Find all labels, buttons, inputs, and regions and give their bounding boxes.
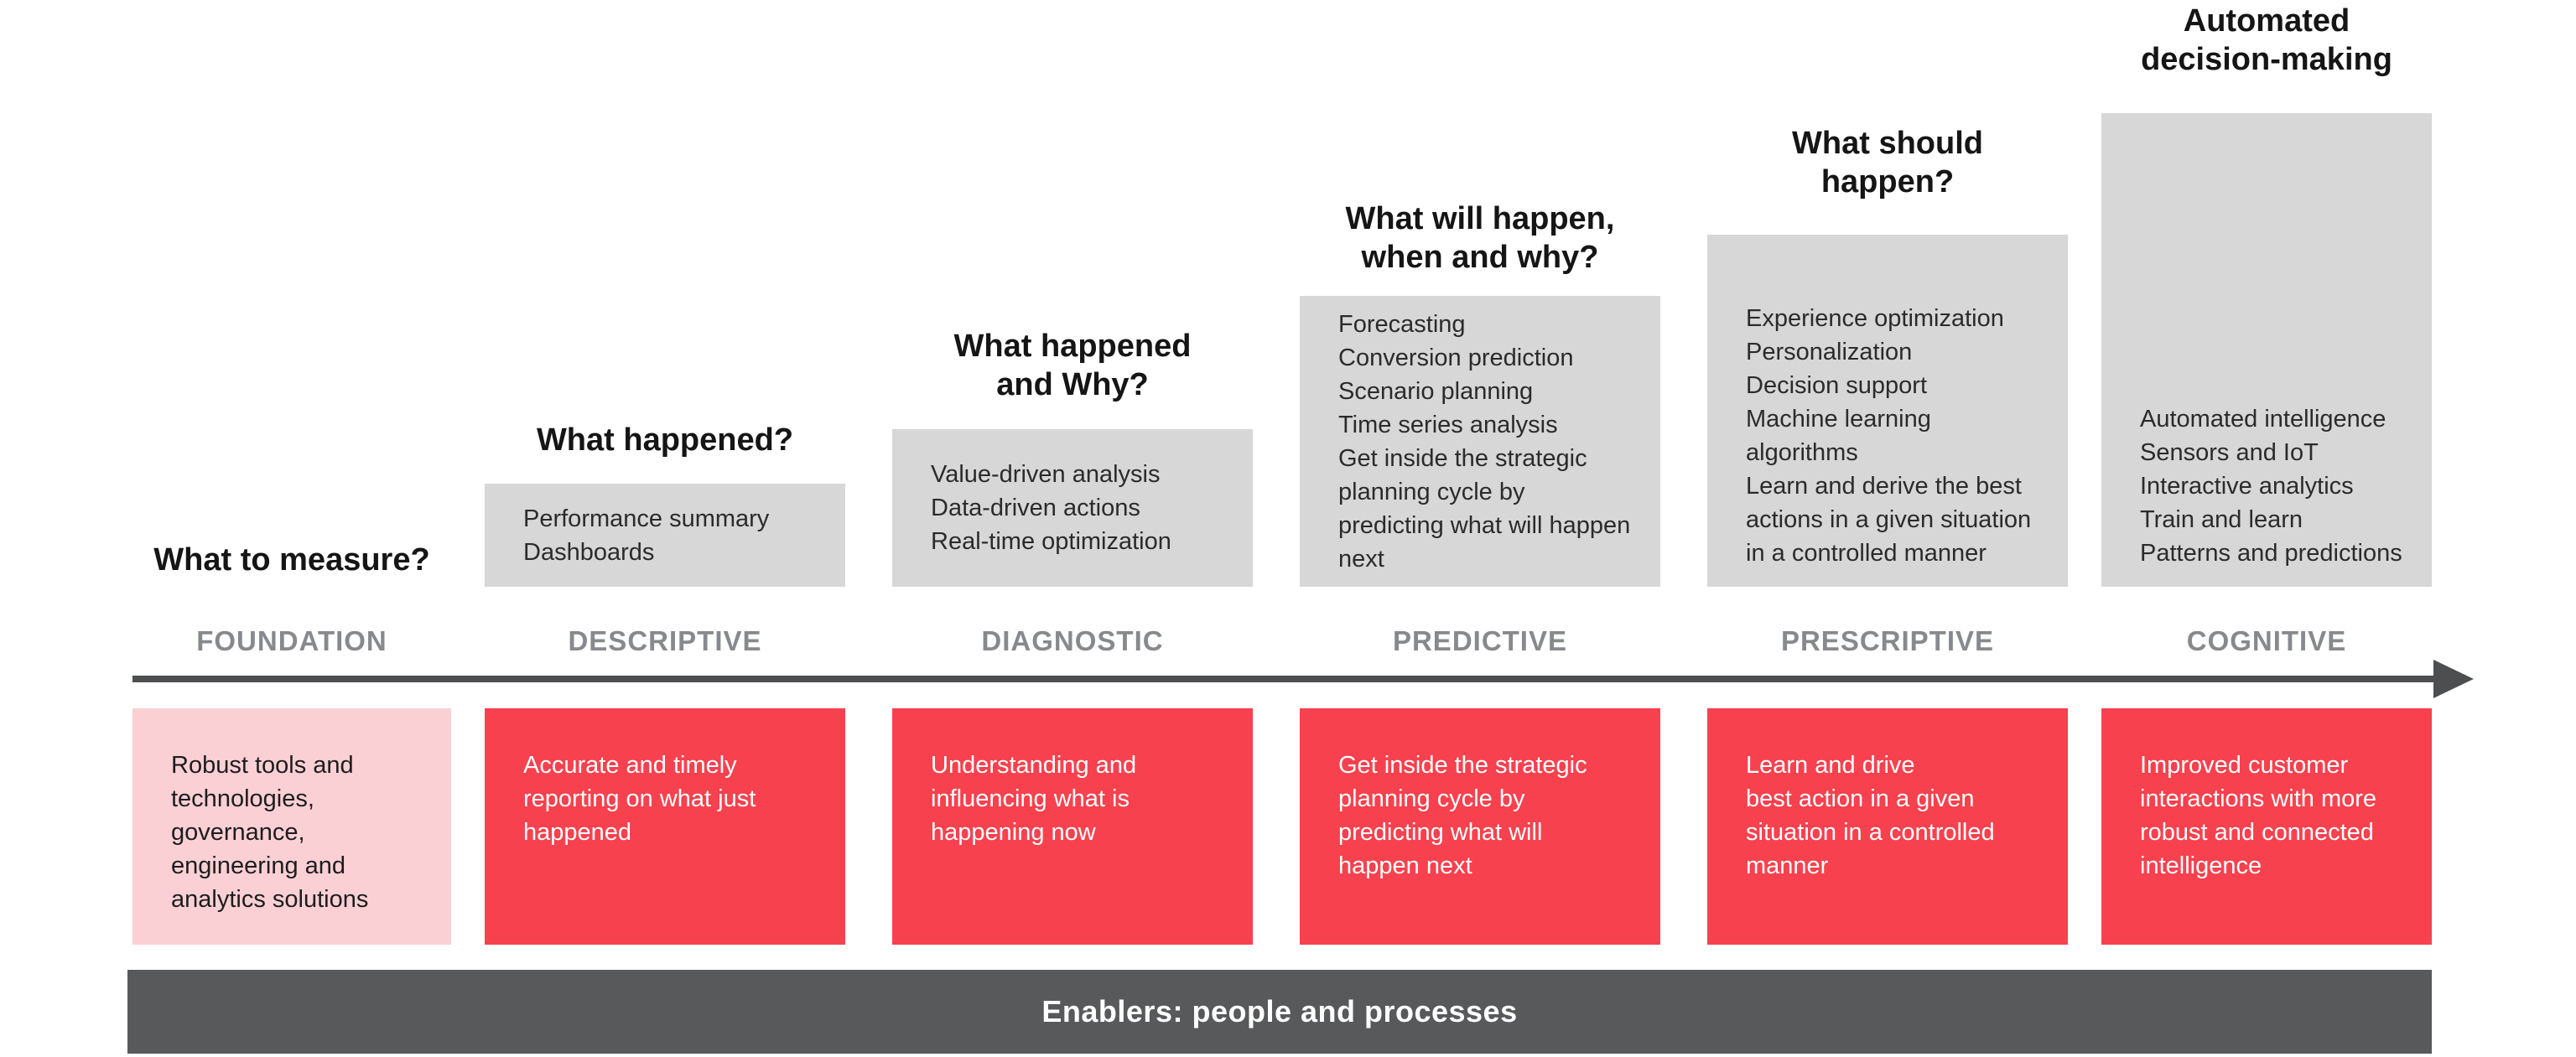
- stage-question: What happened and Why?: [953, 329, 1192, 402]
- capability-item: Forecasting: [1338, 310, 1466, 338]
- capability-item: Personalization: [1746, 339, 1913, 365]
- stage-label: COGNITIVE: [2186, 625, 2347, 656]
- stage-outcome-box: Accurate and timely reporting on what ju…: [485, 708, 845, 945]
- stage-label: DESCRIPTIVE: [568, 625, 762, 656]
- enablers-label: Enablers: people and processes: [1041, 994, 1518, 1029]
- maturity-axis-line: [132, 676, 2436, 682]
- stage-column-predictive: What will happen, when and why? Forecast…: [1300, 0, 1660, 1057]
- stage-outcome-box: Learn and drive best action in a given s…: [1707, 708, 2068, 945]
- capability-item: Machine learning algorithms: [1746, 406, 1931, 466]
- capability-item: Conversion prediction: [1338, 344, 1574, 371]
- capability-item: Decision support: [1746, 372, 1927, 399]
- stage-column-diagnostic: What happened and Why? Value-driven anal…: [892, 0, 1253, 1057]
- stage-question: What will happen, when and why?: [1345, 201, 1615, 275]
- capability-item: Automated intelligence: [2140, 406, 2386, 433]
- stage-outcome-box: Robust tools and technologies, governanc…: [132, 708, 451, 945]
- stage-label: FOUNDATION: [196, 625, 387, 656]
- capability-item: Sensors and IoT: [2140, 439, 2319, 466]
- capability-item: Patterns and predictions: [2140, 540, 2402, 567]
- capability-item: Get inside the strategic planning cycle …: [1338, 444, 1631, 573]
- capability-item: Performance summary: [523, 505, 770, 532]
- stage-question: What to measure?: [153, 542, 430, 578]
- stage-outcome-box: Improved customer interactions with more…: [2101, 708, 2432, 945]
- stage-column-cognitive: Automated decision-making Automated inte…: [2101, 0, 2432, 1057]
- stage-label: PREDICTIVE: [1392, 625, 1568, 656]
- capability-item: Data-driven actions: [931, 495, 1140, 521]
- capability-item: Learn and derive the best actions in a g…: [1746, 473, 2032, 567]
- enablers-bar: Enablers: people and processes: [127, 970, 2432, 1054]
- capability-item: Train and learn: [2140, 506, 2303, 533]
- stage-outcome-box: Get inside the strategic planning cycle …: [1300, 708, 1660, 945]
- stage-label: PRESCRIPTIVE: [1780, 625, 1995, 656]
- stage-question: Automated decision-making: [2141, 3, 2392, 77]
- capability-item: Real-time optimization: [931, 528, 1171, 555]
- stage-column-foundation: What to measure? FOUNDATION Robust tools…: [132, 0, 451, 1057]
- stage-label: DIAGNOSTIC: [981, 625, 1164, 656]
- stage-outcome-box: Understanding and influencing what is ha…: [892, 708, 1253, 945]
- maturity-axis-arrow-icon: [2433, 660, 2474, 698]
- capability-item: Time series analysis: [1338, 411, 1558, 438]
- capability-item: Interactive analytics: [2140, 473, 2354, 500]
- stage-question: What happened?: [536, 422, 794, 458]
- capability-item: Scenario planning: [1338, 377, 1534, 405]
- capability-item: Dashboards: [523, 538, 655, 566]
- stage-column-prescriptive: What should happen? Experience optimizat…: [1707, 0, 2068, 1057]
- capability-item: Value-driven analysis: [931, 461, 1161, 488]
- stage-question: What should happen?: [1792, 126, 1983, 199]
- capability-item: Experience optimization: [1746, 305, 2004, 332]
